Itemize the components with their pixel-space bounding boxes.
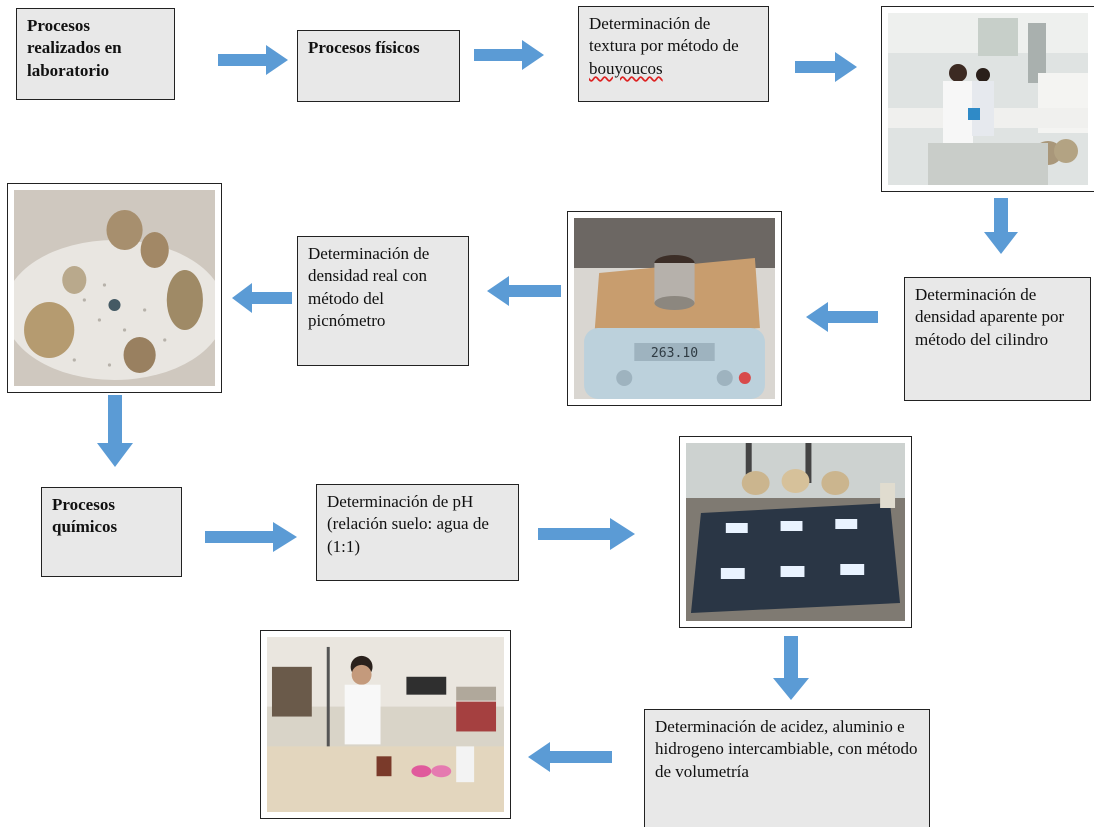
arrow-left-icon: [806, 302, 878, 332]
arrow-down-icon: [984, 198, 1018, 254]
arrow-down-icon: [97, 395, 133, 467]
balance-readout: 263.10: [651, 346, 698, 361]
arrow-right-icon: [538, 518, 635, 550]
photo-balance-cylinder: 263.10: [567, 211, 782, 406]
photo-picnometer-flasks: [7, 183, 222, 393]
node-label: Determinación de densidad real con métod…: [308, 244, 430, 331]
arrow-left-icon: [487, 276, 561, 306]
arrow-right-icon: [218, 45, 288, 75]
arrow-left-icon: [528, 742, 612, 772]
node-densidad-aparente: Determinación de densidad aparente por m…: [904, 277, 1091, 401]
arrow-left-icon: [232, 283, 292, 313]
arrow-right-icon: [474, 40, 544, 70]
node-label: Determinación de densidad aparente por m…: [915, 285, 1065, 349]
node-ph: Determinación de pH (relación suelo: agu…: [316, 484, 519, 581]
arrow-down-icon: [773, 636, 809, 700]
arrow-right-icon: [205, 522, 297, 552]
node-label: Determinación de acidez, aluminio e hidr…: [655, 717, 918, 781]
node-label: Procesos químicos: [52, 495, 118, 537]
photo-ph-stirrer: [679, 436, 912, 628]
node-procesos-laboratorio: Procesos realizados en laboratorio: [16, 8, 175, 100]
node-label: Determinación de textura por método de: [589, 14, 739, 56]
node-label: Procesos realizados en laboratorio: [27, 16, 122, 80]
node-densidad-real: Determinación de densidad real con métod…: [297, 236, 469, 366]
photo-titration-technician: [260, 630, 511, 819]
node-textura: Determinación de textura por método de b…: [578, 6, 769, 102]
node-label: Determinación de pH (relación suelo: agu…: [327, 492, 489, 556]
photo-laboratory-technicians: [881, 6, 1094, 192]
node-label: Procesos físicos: [308, 38, 420, 57]
node-label-method: bouyoucos: [589, 58, 663, 78]
node-procesos-fisicos: Procesos físicos: [297, 30, 460, 102]
arrow-right-icon: [795, 52, 857, 82]
node-procesos-quimicos: Procesos químicos: [41, 487, 182, 577]
node-acidez: Determinación de acidez, aluminio e hidr…: [644, 709, 930, 827]
